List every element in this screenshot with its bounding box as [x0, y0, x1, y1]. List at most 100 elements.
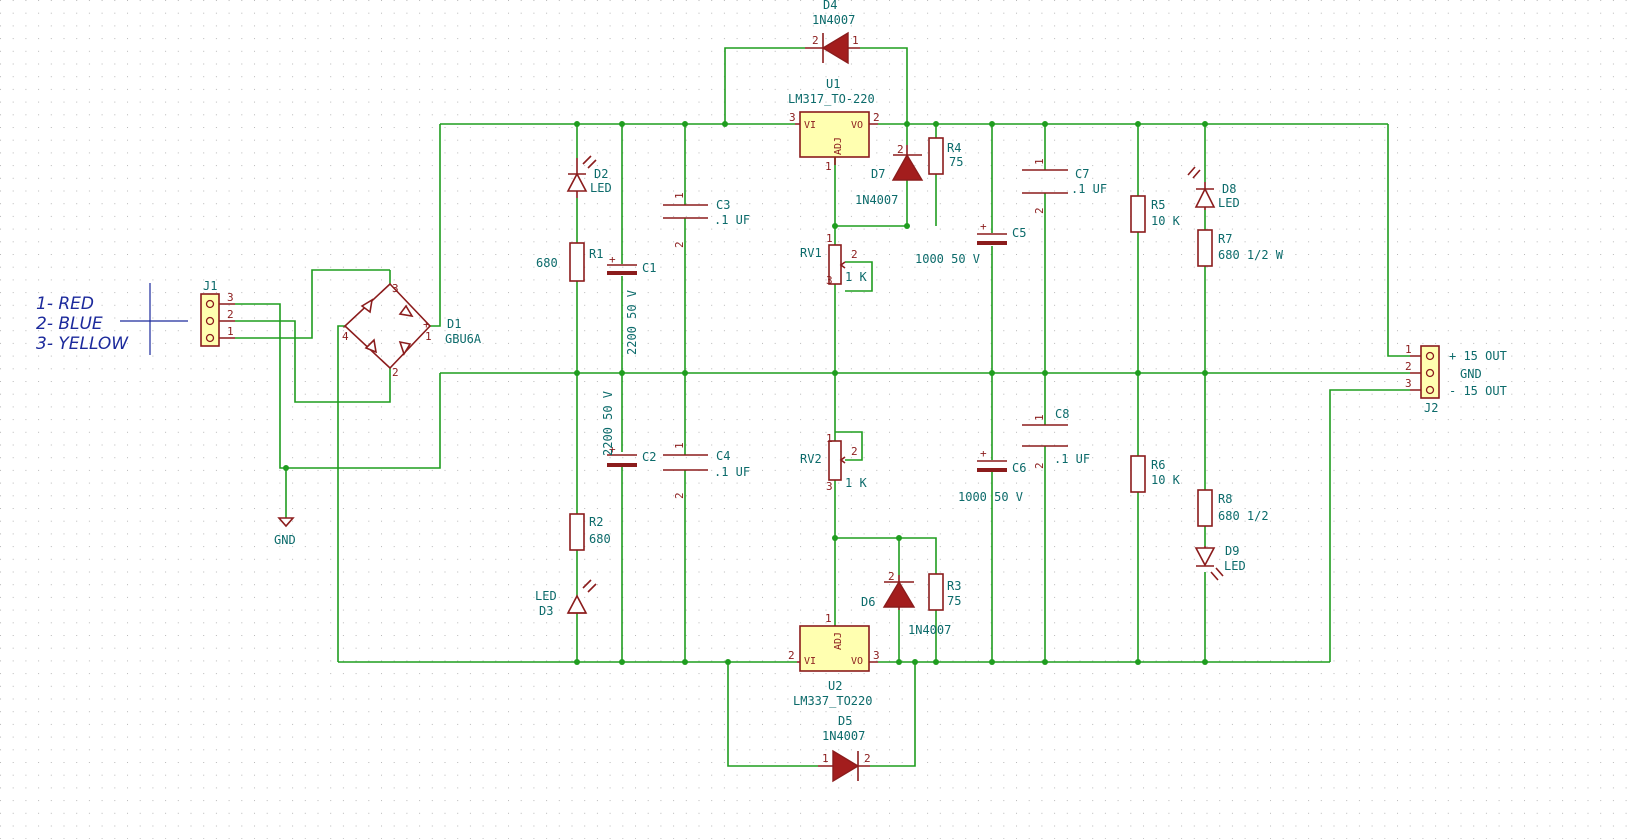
j2-ref: J2 — [1424, 401, 1438, 415]
resistor-r3[interactable]: R3 75 — [928, 573, 961, 611]
c4-pin-2: 2 — [673, 492, 686, 499]
c2-ref: C2 — [642, 450, 656, 464]
j2-pin-3: 3 — [1405, 377, 1412, 390]
j1-ref: J1 — [203, 279, 217, 293]
c8-pin-1: 1 — [1033, 414, 1046, 421]
c5-plus: + — [980, 220, 987, 233]
u2-adj: ADJ — [833, 632, 844, 650]
note-blue: 2- BLUE — [36, 314, 103, 334]
j2-label-gnd: GND — [1460, 367, 1482, 381]
r7-ref: R7 — [1218, 232, 1232, 246]
r6-ref: R6 — [1151, 458, 1165, 472]
capacitor-c5[interactable]: + C5 1000 50 V — [915, 220, 1026, 266]
connector-j1[interactable]: J1 3 2 1 — [200, 279, 235, 347]
u1-ref: U1 — [826, 77, 840, 91]
d4-value: 1N4007 — [812, 13, 855, 27]
bridge-rectifier-d1[interactable]: + - 1 2 3 4 D1 GBU6A — [341, 282, 482, 379]
d4-ref: D4 — [823, 0, 837, 12]
connector-j2[interactable]: 1 2 3 J2 + 15 OUT GND - 15 OUT — [1405, 343, 1507, 415]
u1-value: LM317_TO-220 — [788, 92, 875, 106]
resistor-r6[interactable]: R6 10 K — [1130, 455, 1181, 493]
c8-pin-2: 2 — [1033, 462, 1046, 469]
rv2-pin-2: 2 — [851, 445, 858, 458]
j2-pin-1: 1 — [1405, 343, 1412, 356]
c4-ref: C4 — [716, 449, 730, 463]
note-red: 1- RED — [36, 294, 94, 314]
capacitor-c1[interactable]: + C1 2200 50 V — [607, 253, 656, 355]
c6-plus: + — [980, 447, 987, 460]
d1-pin1: 1 — [425, 330, 432, 343]
u1-pin-adj: 1 — [825, 160, 832, 173]
u1-vi: VI — [804, 120, 816, 131]
rv1-pin-3: 3 — [826, 274, 833, 287]
led-d8[interactable]: D8 LED — [1187, 166, 1240, 210]
diode-d6[interactable]: 2 D6 1N4007 — [861, 570, 951, 637]
capacitor-c8[interactable]: 1 2 C8 .1 UF — [1022, 407, 1090, 469]
rv2-pin-3: 3 — [826, 480, 833, 493]
diode-d5[interactable]: D5 1N4007 1 2 — [818, 714, 871, 783]
potentiometer-rv1[interactable]: RV1 1 K 1 2 3 — [800, 232, 867, 287]
u1-pin-vi: 3 — [789, 111, 796, 124]
c8-value: .1 UF — [1054, 452, 1090, 466]
capacitor-c4[interactable]: 1 2 C4 .1 UF — [663, 442, 750, 499]
u2-pin-vo: 3 — [873, 649, 880, 662]
gnd-label: GND — [274, 533, 296, 547]
resistor-r8[interactable]: R8 680 1/2 — [1197, 489, 1269, 527]
c2-plus: + — [609, 443, 616, 456]
capacitor-c3[interactable]: 1 2 C3 .1 UF — [663, 192, 750, 248]
u1-pin-vo: 2 — [873, 111, 880, 124]
c2-value: 2200 50 V — [601, 391, 615, 456]
resistor-r2[interactable]: R2 680 — [569, 513, 611, 551]
d8-ref: D8 — [1222, 182, 1236, 196]
d2-ref: D2 — [594, 167, 608, 181]
d9-ref: D9 — [1225, 544, 1239, 558]
d8-value: LED — [1218, 196, 1240, 210]
junctions — [283, 121, 1208, 665]
d5-pin-1: 1 — [822, 752, 829, 765]
wire-color-notes: 1- RED 2- BLUE 3- YELLOW — [36, 283, 188, 355]
d6-ref: D6 — [861, 595, 875, 609]
ground-symbol: GND — [274, 517, 296, 547]
d5-value: 1N4007 — [822, 729, 865, 743]
d1-pin4: 4 — [342, 330, 349, 343]
led-d9[interactable]: D9 LED — [1194, 544, 1246, 581]
resistor-r4[interactable]: R4 75 — [928, 137, 963, 175]
rv2-pin-1: 1 — [826, 432, 833, 445]
diode-d4[interactable]: D4 1N4007 2 1 — [805, 0, 860, 65]
note-yellow: 3- YELLOW — [36, 334, 129, 354]
u1-adj: ADJ — [833, 137, 844, 155]
j1-pin-2: 2 — [227, 308, 234, 321]
led-d3[interactable]: LED D3 — [535, 579, 597, 618]
c8-ref: C8 — [1055, 407, 1069, 421]
c7-pin-2: 2 — [1033, 207, 1046, 214]
capacitor-c2[interactable]: + C2 2200 50 V — [601, 391, 656, 467]
c4-pin-1: 1 — [673, 442, 686, 449]
resistor-r5[interactable]: R5 10 K — [1130, 195, 1181, 233]
d3-value: LED — [535, 589, 557, 603]
regulator-u1[interactable]: U1 LM317_TO-220 VI VO ADJ 3 2 1 — [788, 77, 880, 173]
diode-d7[interactable]: 2 D7 1N4007 — [855, 143, 924, 207]
r7-value: 680 1/2 W — [1218, 248, 1284, 262]
d1-value: GBU6A — [445, 332, 482, 346]
c1-value: 2200 50 V — [625, 290, 639, 355]
regulator-u2[interactable]: VI VO ADJ 2 3 1 U2 LM337_TO220 — [788, 612, 880, 708]
r8-ref: R8 — [1218, 492, 1232, 506]
c5-ref: C5 — [1012, 226, 1026, 240]
u2-value: LM337_TO220 — [793, 694, 872, 708]
d5-ref: D5 — [838, 714, 852, 728]
c1-plus: + — [609, 253, 616, 266]
capacitor-c7[interactable]: 1 2 C7 .1 UF — [1022, 158, 1107, 214]
r4-value: 75 — [949, 155, 963, 169]
r5-value: 10 K — [1151, 214, 1181, 228]
d9-value: LED — [1224, 559, 1246, 573]
r1-ref: R1 — [589, 247, 603, 261]
resistor-r7[interactable]: R7 680 1/2 W — [1197, 229, 1284, 267]
resistor-r1[interactable]: R1 680 — [536, 242, 603, 282]
d1-pin2: 2 — [392, 366, 399, 379]
potentiometer-rv2[interactable]: RV2 1 K 1 2 3 — [800, 432, 867, 493]
rv1-pin-1: 1 — [826, 232, 833, 245]
led-d2[interactable]: D2 LED — [566, 155, 612, 198]
c3-value: .1 UF — [714, 213, 750, 227]
capacitor-c6[interactable]: + C6 1000 50 V — [958, 447, 1026, 504]
c1-ref: C1 — [642, 261, 656, 275]
